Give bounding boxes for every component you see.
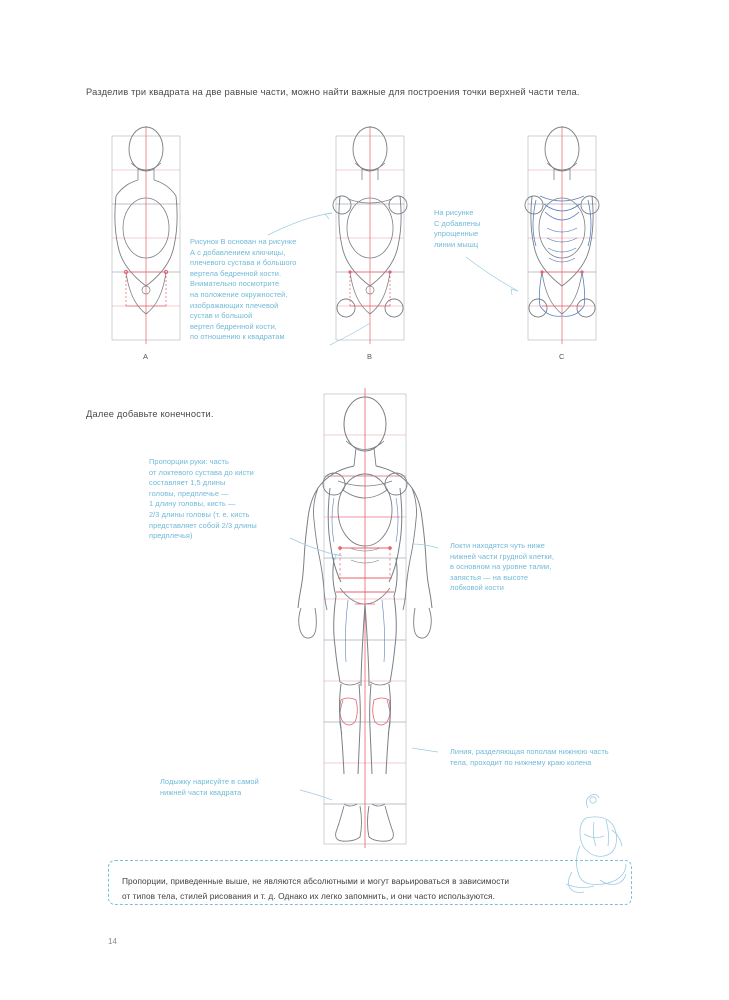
summary-note-box [108,860,632,905]
figure-a-diagram [111,126,181,344]
page-number: 14 [108,937,117,946]
annotation-ankle: Лодыжку нарисуйте в самой нижней части к… [160,777,259,797]
summary-note-text: Пропорции, приведенные выше, не являются… [122,874,509,904]
intro-paragraph-2: Далее добавьте конечности. [86,409,214,419]
summary-note-line-1: Пропорции, приведенные выше, не являются… [122,876,510,886]
summary-note-line-2: от типов тела, стилей рисования и т. д. … [122,891,496,901]
figure-c-diagram [524,126,600,344]
annotation-arm-proportions: Пропорции руки: часть от локтевого суста… [149,457,257,541]
full-body-diagram [297,388,433,848]
figure-b-diagram [332,126,408,344]
annotation-knee-line: Линия, разделяющая пополам нижнюю часть … [450,747,609,767]
figure-label-a: A [143,352,149,361]
figure-label-c: C [559,352,565,361]
annotation-figure-b: Рисунок В основан на рисунке А с добавле… [190,237,297,342]
annotation-figure-c: На рисунке С добавлены упрощенные линии … [434,208,481,249]
figure-label-b: B [367,352,373,361]
intro-paragraph-1: Разделив три квадрата на две равные част… [86,87,580,97]
annotation-elbow-wrist: Локти находятся чуть ниже нижней части г… [450,541,554,593]
